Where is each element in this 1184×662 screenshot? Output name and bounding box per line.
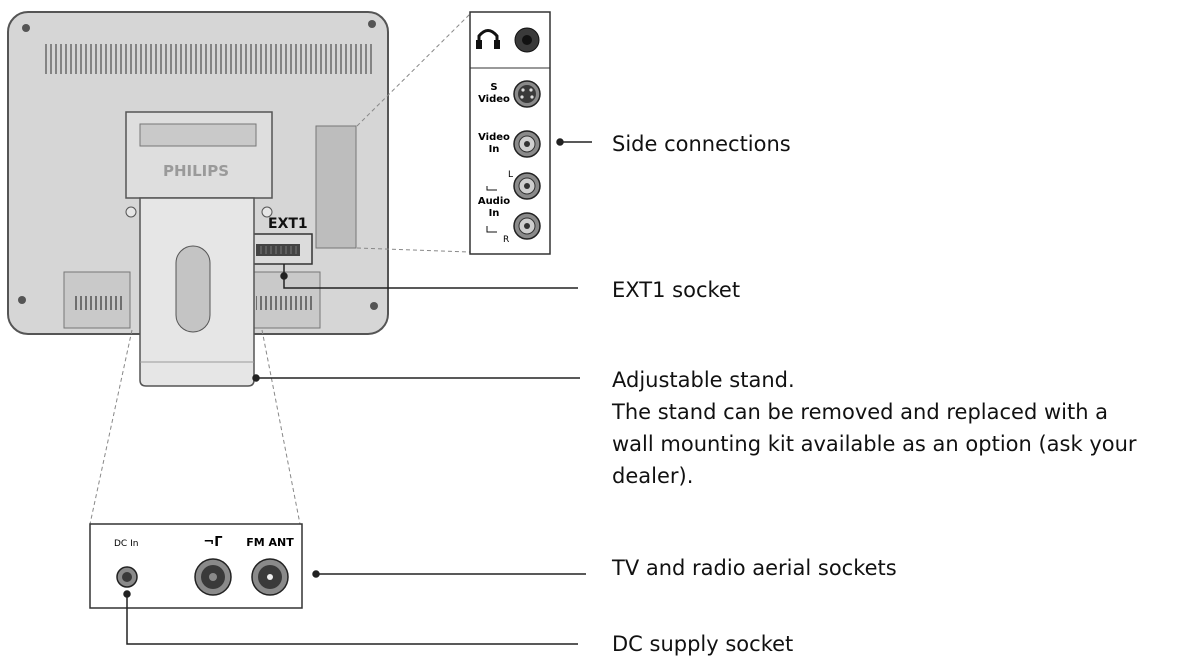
audio-left-marker: L xyxy=(508,170,513,180)
ext1-scart-socket: EXT1 xyxy=(245,216,313,265)
svideo-label-s: S xyxy=(490,82,497,93)
stand-line-3: dealer). xyxy=(612,464,694,488)
tv-antenna-symbol: ¬Γ xyxy=(203,535,222,550)
callout-side-connections: Side connections xyxy=(612,132,791,156)
callout-dc-supply: DC supply socket xyxy=(612,632,794,656)
audio-right-marker: R xyxy=(503,235,509,245)
stand-title: Adjustable stand. xyxy=(612,368,795,392)
audio-in-label-audio: Audio xyxy=(478,196,510,207)
callout-adjustable-stand: Adjustable stand. The stand can be remov… xyxy=(612,364,1184,492)
video-in-label-in: In xyxy=(489,144,500,155)
ext1-label: EXT1 xyxy=(268,216,308,232)
headphones-icon xyxy=(476,29,500,49)
svideo-label-video: Video xyxy=(478,94,510,105)
stand-line-2: wall mounting kit available as an option… xyxy=(612,432,1137,456)
callout-aerial-sockets: TV and radio aerial sockets xyxy=(612,556,897,580)
audio-in-label-in: In xyxy=(489,208,500,219)
stand-line-1: The stand can be removed and replaced wi… xyxy=(612,400,1109,424)
video-in-label-video: Video xyxy=(478,132,510,143)
dc-in-label: DC In xyxy=(114,539,138,549)
fm-antenna-label: FM ANT xyxy=(246,536,294,549)
adjustable-stand xyxy=(139,197,255,387)
leader-lines xyxy=(123,138,592,645)
side-connections-panel: S Video Video In L Audio In R xyxy=(356,11,551,255)
stand-bracket: PHILIPS xyxy=(125,111,273,218)
brand-logo: PHILIPS xyxy=(163,162,229,180)
callout-ext1-socket: EXT1 socket xyxy=(612,278,741,302)
